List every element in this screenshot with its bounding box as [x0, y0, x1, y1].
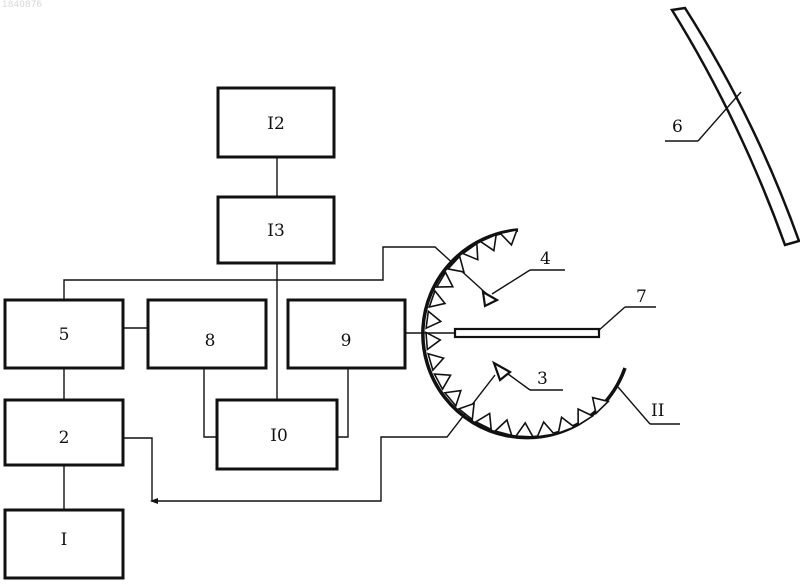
block-10-label: I0	[270, 426, 288, 446]
callout-7: 7	[636, 287, 647, 307]
block-2-label: 2	[59, 428, 70, 448]
block-8-label: 8	[205, 331, 216, 351]
absorber-tooth	[558, 417, 574, 433]
block-1-label: I	[61, 530, 68, 550]
block-13-label: I3	[267, 221, 285, 241]
callout-6: 6	[672, 117, 683, 137]
absorber-tooth	[516, 423, 533, 437]
antenna-4	[483, 292, 497, 306]
antenna-3	[494, 363, 510, 380]
block-5-label: 5	[59, 325, 70, 345]
absorber-tooth	[500, 230, 517, 245]
absorber-tooth	[426, 311, 441, 328]
block-9-label: 9	[341, 331, 352, 351]
absorber-tooth	[428, 354, 443, 370]
callout-4: 4	[540, 249, 551, 269]
reflector-6	[672, 8, 799, 245]
absorber-tooth	[578, 409, 593, 425]
sample-plate-7	[455, 329, 599, 337]
block-12-label: I2	[267, 114, 285, 134]
absorber-tooth	[426, 332, 440, 349]
absorber-tooth	[537, 422, 554, 437]
callout-11: II	[651, 401, 664, 421]
callout-3: 3	[537, 369, 548, 389]
